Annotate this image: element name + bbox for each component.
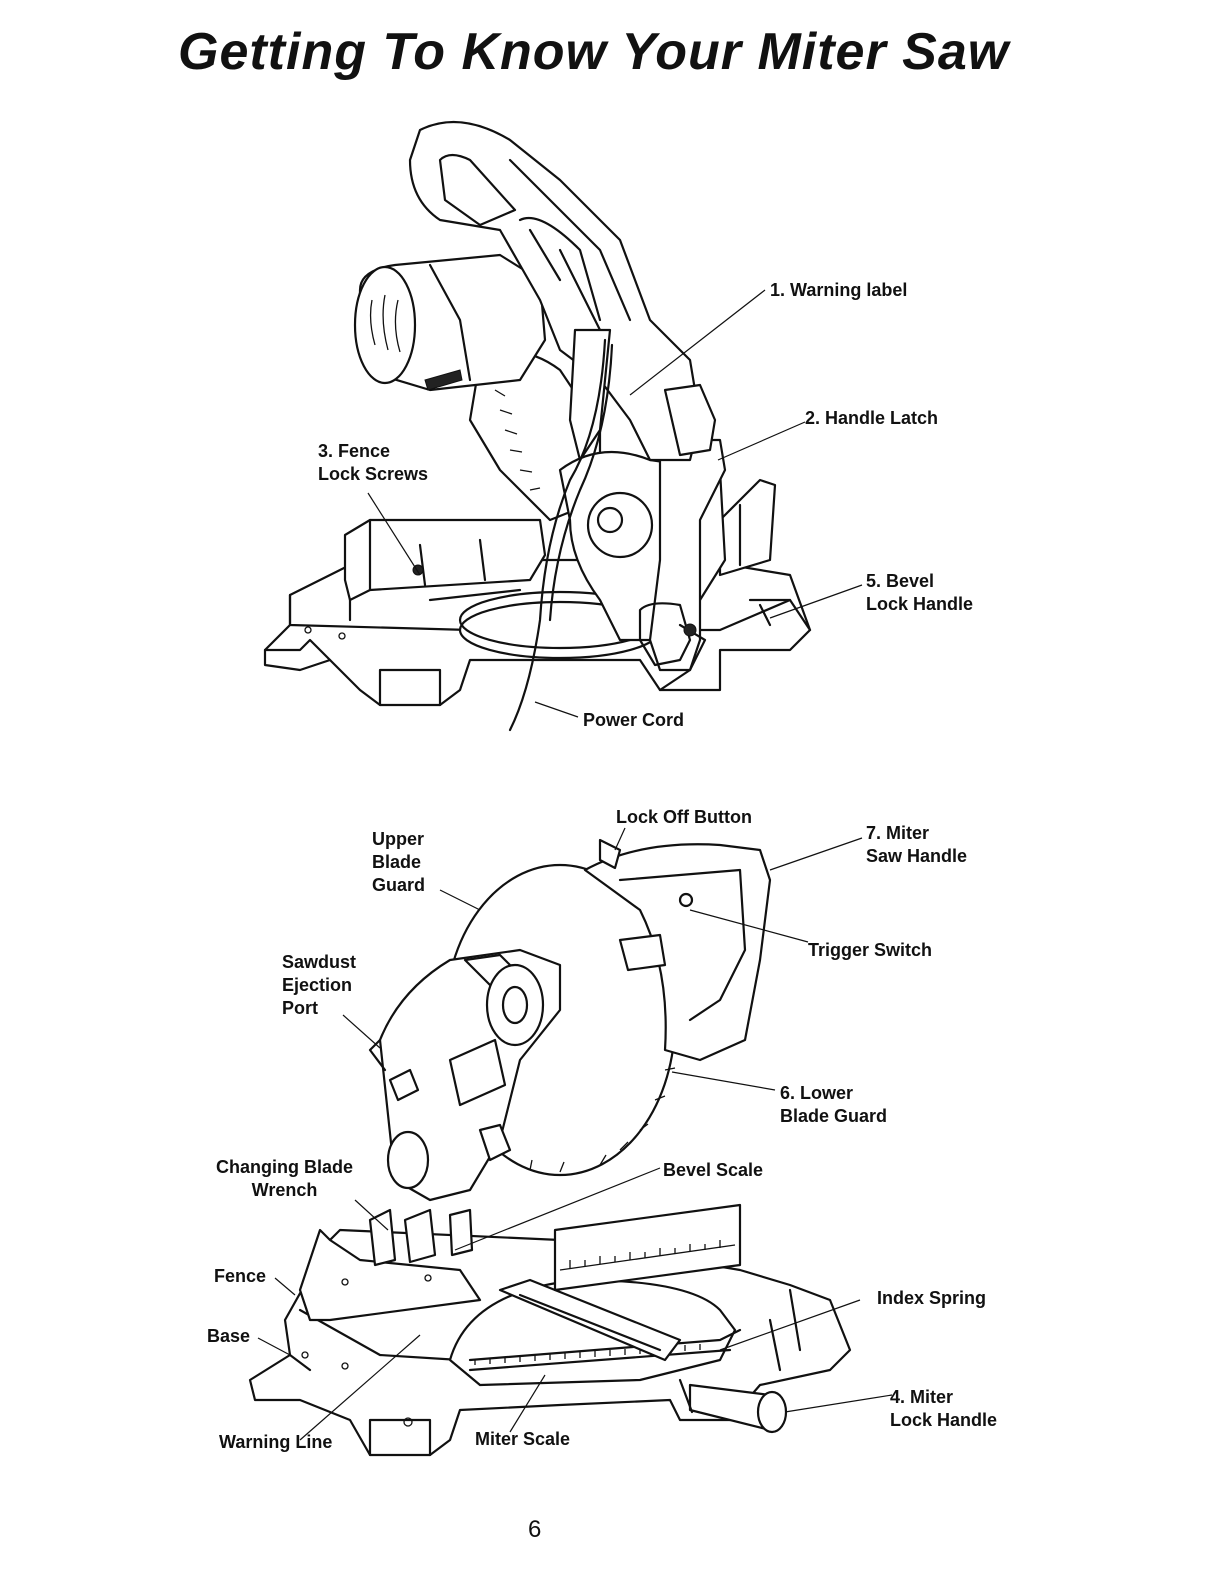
page-title: Getting To Know Your Miter Saw: [178, 23, 1010, 81]
label-line: Changing Blade: [216, 1157, 354, 1177]
label-line: Lock Handle: [890, 1410, 998, 1430]
label-sawdust-ejection-port: Sawdust Ejection Port: [282, 951, 356, 1020]
label-line: Blade Guard: [780, 1106, 888, 1126]
bottom-saw-drawing: [248, 838, 852, 1457]
label-miter-scale: Miter Scale: [475, 1429, 571, 1449]
label-line: Lock Screws: [318, 464, 429, 484]
label-lower-blade-guard: 6. Lower Blade Guard: [780, 1082, 887, 1128]
label-line: Lock Handle: [866, 594, 974, 614]
label-line: Wrench: [251, 1180, 318, 1200]
label-lock-off-button: Lock Off Button: [616, 807, 752, 827]
label-line: 5. Bevel: [866, 571, 935, 591]
top-leader-lines: [367, 289, 863, 718]
label-handle-latch: 2. Handle Latch: [805, 408, 939, 428]
label-changing-blade-wrench: Changing Blade Wrench: [216, 1156, 353, 1202]
label-bevel-lock-handle: 5. Bevel Lock Handle: [866, 570, 973, 616]
label-line: Upper: [372, 829, 425, 849]
label-line: Guard: [372, 875, 426, 895]
label-line: Saw Handle: [866, 846, 968, 866]
label-warning-line: Warning Line: [219, 1432, 333, 1452]
label-line: 4. Miter: [890, 1387, 954, 1407]
bottom-leader-lines: [257, 827, 893, 1441]
label-bevel-scale: Bevel Scale: [663, 1160, 764, 1180]
label-index-spring: Index Spring: [877, 1288, 987, 1308]
label-upper-blade-guard: Upper Blade Guard: [372, 828, 425, 897]
label-line: Sawdust: [282, 952, 357, 972]
top-saw-drawing: [263, 120, 812, 732]
page-number: 6: [528, 1516, 542, 1543]
label-fence: Fence: [214, 1266, 267, 1286]
label-warning-label: 1. Warning label: [770, 280, 908, 300]
label-miter-saw-handle: 7. Miter Saw Handle: [866, 822, 967, 868]
label-fence-lock-screws: 3. Fence Lock Screws: [318, 440, 428, 486]
label-base: Base: [207, 1326, 251, 1346]
label-miter-lock-handle: 4. Miter Lock Handle: [890, 1386, 997, 1432]
label-power-cord: Power Cord: [583, 710, 685, 730]
label-line: 3. Fence: [318, 441, 391, 461]
label-line: 6. Lower: [780, 1083, 854, 1103]
label-line: Port: [282, 998, 318, 1018]
label-trigger-switch: Trigger Switch: [808, 940, 933, 960]
label-line: Blade: [372, 852, 422, 872]
label-line: Ejection: [282, 975, 353, 995]
label-line: 7. Miter: [866, 823, 930, 843]
